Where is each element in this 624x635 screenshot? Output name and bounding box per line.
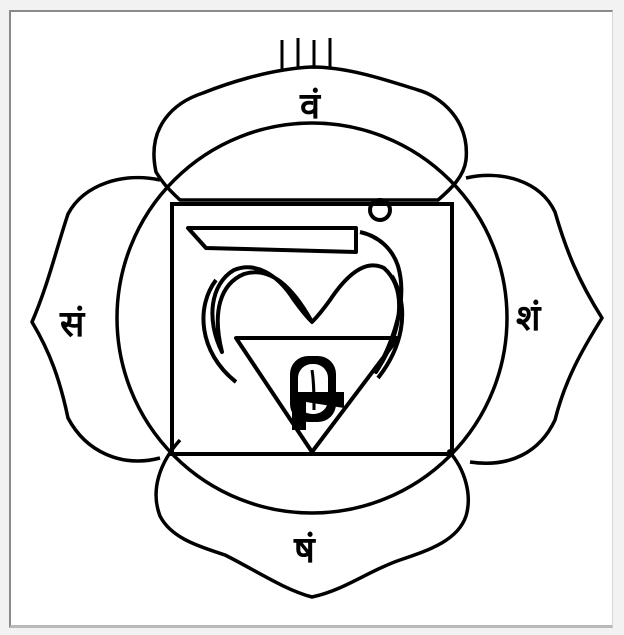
- petal-letter-left: सं: [59, 304, 86, 345]
- petal-bottom: [156, 440, 468, 597]
- petal-left: [32, 178, 160, 461]
- petal-letter-bottom: षं: [293, 530, 316, 571]
- stem-lines: [282, 38, 330, 70]
- petal-letter-top: वं: [299, 86, 322, 127]
- bija-glyph: [188, 200, 402, 382]
- petal-letter-right: शं: [516, 298, 542, 339]
